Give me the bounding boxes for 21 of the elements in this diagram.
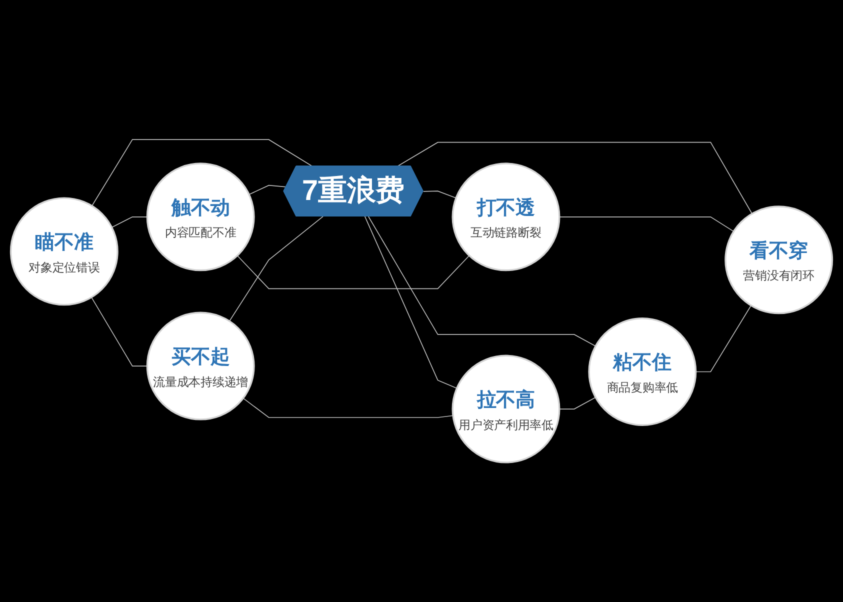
connector	[91, 296, 148, 366]
connector	[364, 216, 458, 389]
node-circle: 看不穿 营销没有闭环	[724, 206, 834, 314]
node-circle: 打不透 互动链路断裂	[452, 162, 560, 272]
node-circle: 粘不住 商品复购率低	[588, 318, 697, 426]
connector	[92, 139, 314, 206]
connector	[229, 216, 324, 322]
connector	[695, 305, 752, 372]
connector	[236, 255, 470, 290]
connector	[242, 398, 454, 418]
node-circle: 拉不高 用户资产利用率低	[452, 354, 560, 464]
node-circle: 买不起 流量成本持续递增	[146, 312, 255, 420]
connector	[248, 184, 287, 195]
connector	[558, 396, 596, 410]
connector	[111, 216, 148, 228]
node-circle: 触不动 内容匹配不准	[146, 162, 255, 272]
node-circle: 瞄不准 对象定位错误	[10, 197, 118, 306]
connector	[396, 142, 752, 214]
connector	[558, 216, 734, 232]
connector	[368, 216, 596, 347]
connector	[422, 190, 456, 198]
